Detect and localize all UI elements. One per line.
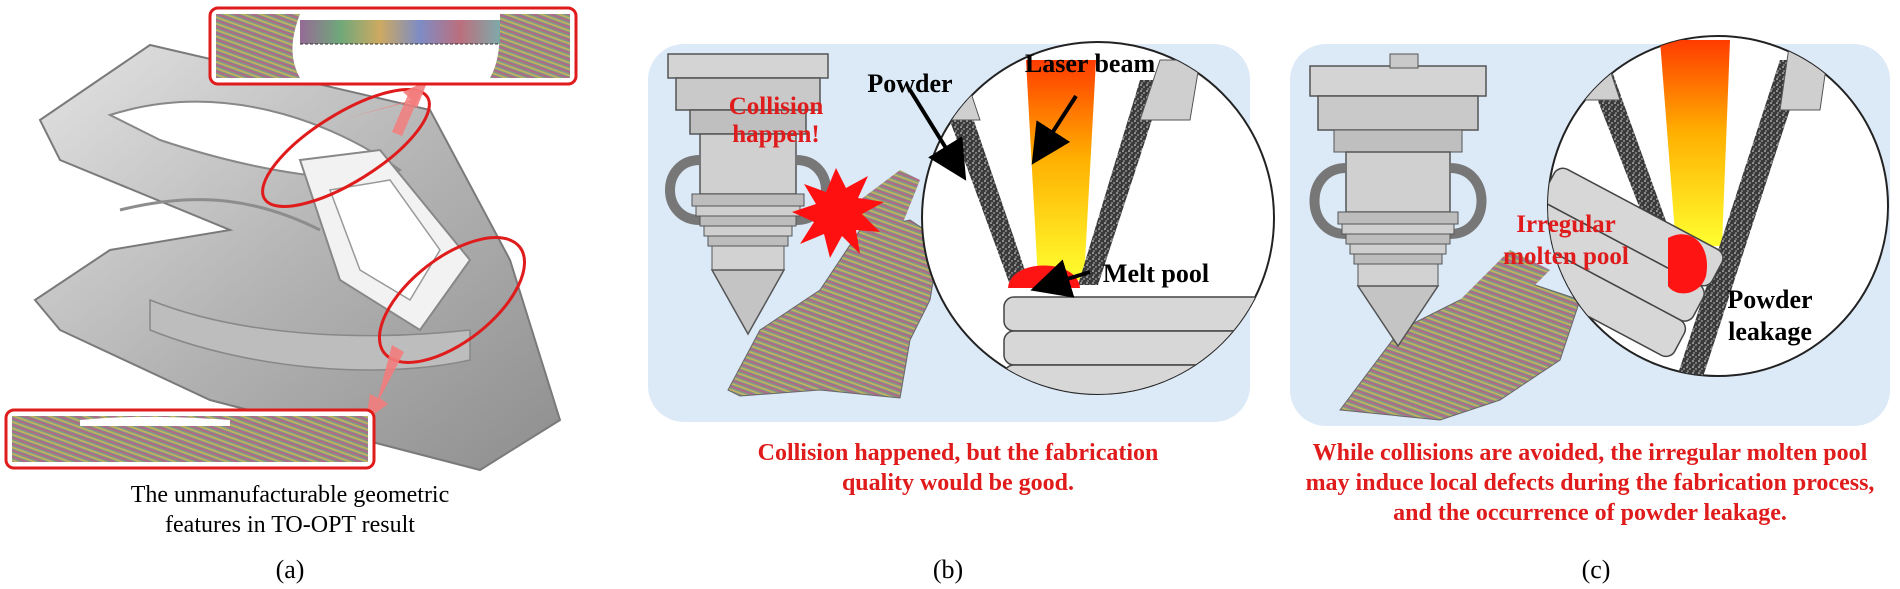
panel-a-label: (a): [276, 555, 305, 584]
collision-label-line1: Collision: [729, 93, 824, 120]
zoom-box-top: [208, 6, 578, 86]
zoom-box-bottom: [4, 408, 376, 470]
panel-b: Collision happen! Powder Laser beam Melt…: [648, 41, 1275, 584]
panel-c-caption-line1: While collisions are avoided, the irregu…: [1313, 440, 1868, 466]
irregular-molten-pool: [1668, 234, 1708, 294]
collision-label-line2: happen!: [732, 121, 820, 148]
layer-1-b: [1003, 296, 1274, 332]
highlight-ellipse-bottom: [377, 236, 527, 364]
callout-arrow-bottom: [366, 345, 404, 420]
highlight-ellipse-top: [261, 88, 431, 208]
laser-beam-label: Laser beam: [1025, 49, 1156, 78]
powder-stream-right-c: [1676, 60, 1806, 376]
melt-pool-label: Melt pool: [1103, 259, 1209, 288]
panel-c: Irregular molten pool Powder leakage Whi…: [1290, 35, 1890, 584]
callout-arrow-top-shaft: [392, 90, 422, 136]
panel-a-caption-line2: features in TO-OPT result: [165, 512, 415, 538]
panel-c-caption-line2: may induce local defects during the fabr…: [1306, 470, 1875, 496]
to-opt-part: [33, 43, 562, 472]
laser-beam-c: [1660, 40, 1730, 246]
panel-a: The unmanufacturable geometric features …: [4, 6, 578, 584]
powder-label-b: Powder: [867, 69, 952, 98]
panel-a-caption-line1: The unmanufacturable geometric: [131, 482, 450, 508]
nozzle-c: [1309, 53, 1487, 348]
irregular-label-line1: Irregular: [1516, 211, 1616, 238]
laser-arrow-b: [1031, 94, 1078, 165]
irregular-label-line2: molten pool: [1503, 243, 1629, 270]
powder-stream-left-b: [935, 80, 1030, 285]
laser-beam-b: [1026, 60, 1096, 280]
powder-stream-right-b: [1078, 80, 1165, 285]
melt-pool-arrow-b: [1030, 259, 1091, 298]
panel-b-caption-line1: Collision happened, but the fabrication: [758, 440, 1159, 466]
panel-b-caption-line2: quality would be good.: [842, 470, 1074, 496]
layer-2-b: [1003, 330, 1274, 366]
nozzle-b: [665, 53, 831, 336]
panel-c-label: (c): [1582, 555, 1611, 584]
powder-arrow-b: [908, 88, 967, 181]
part-b: [727, 170, 941, 399]
collision-starburst: [792, 168, 884, 258]
panel-c-caption-line3: and the occurrence of powder leakage.: [1393, 500, 1787, 526]
powder-leakage-label-line2: leakage: [1728, 317, 1812, 346]
powder-stream-left-c: [1582, 60, 1680, 260]
powder-leakage-label-line1: Powder: [1727, 285, 1812, 314]
panel-b-label: (b): [933, 555, 963, 584]
